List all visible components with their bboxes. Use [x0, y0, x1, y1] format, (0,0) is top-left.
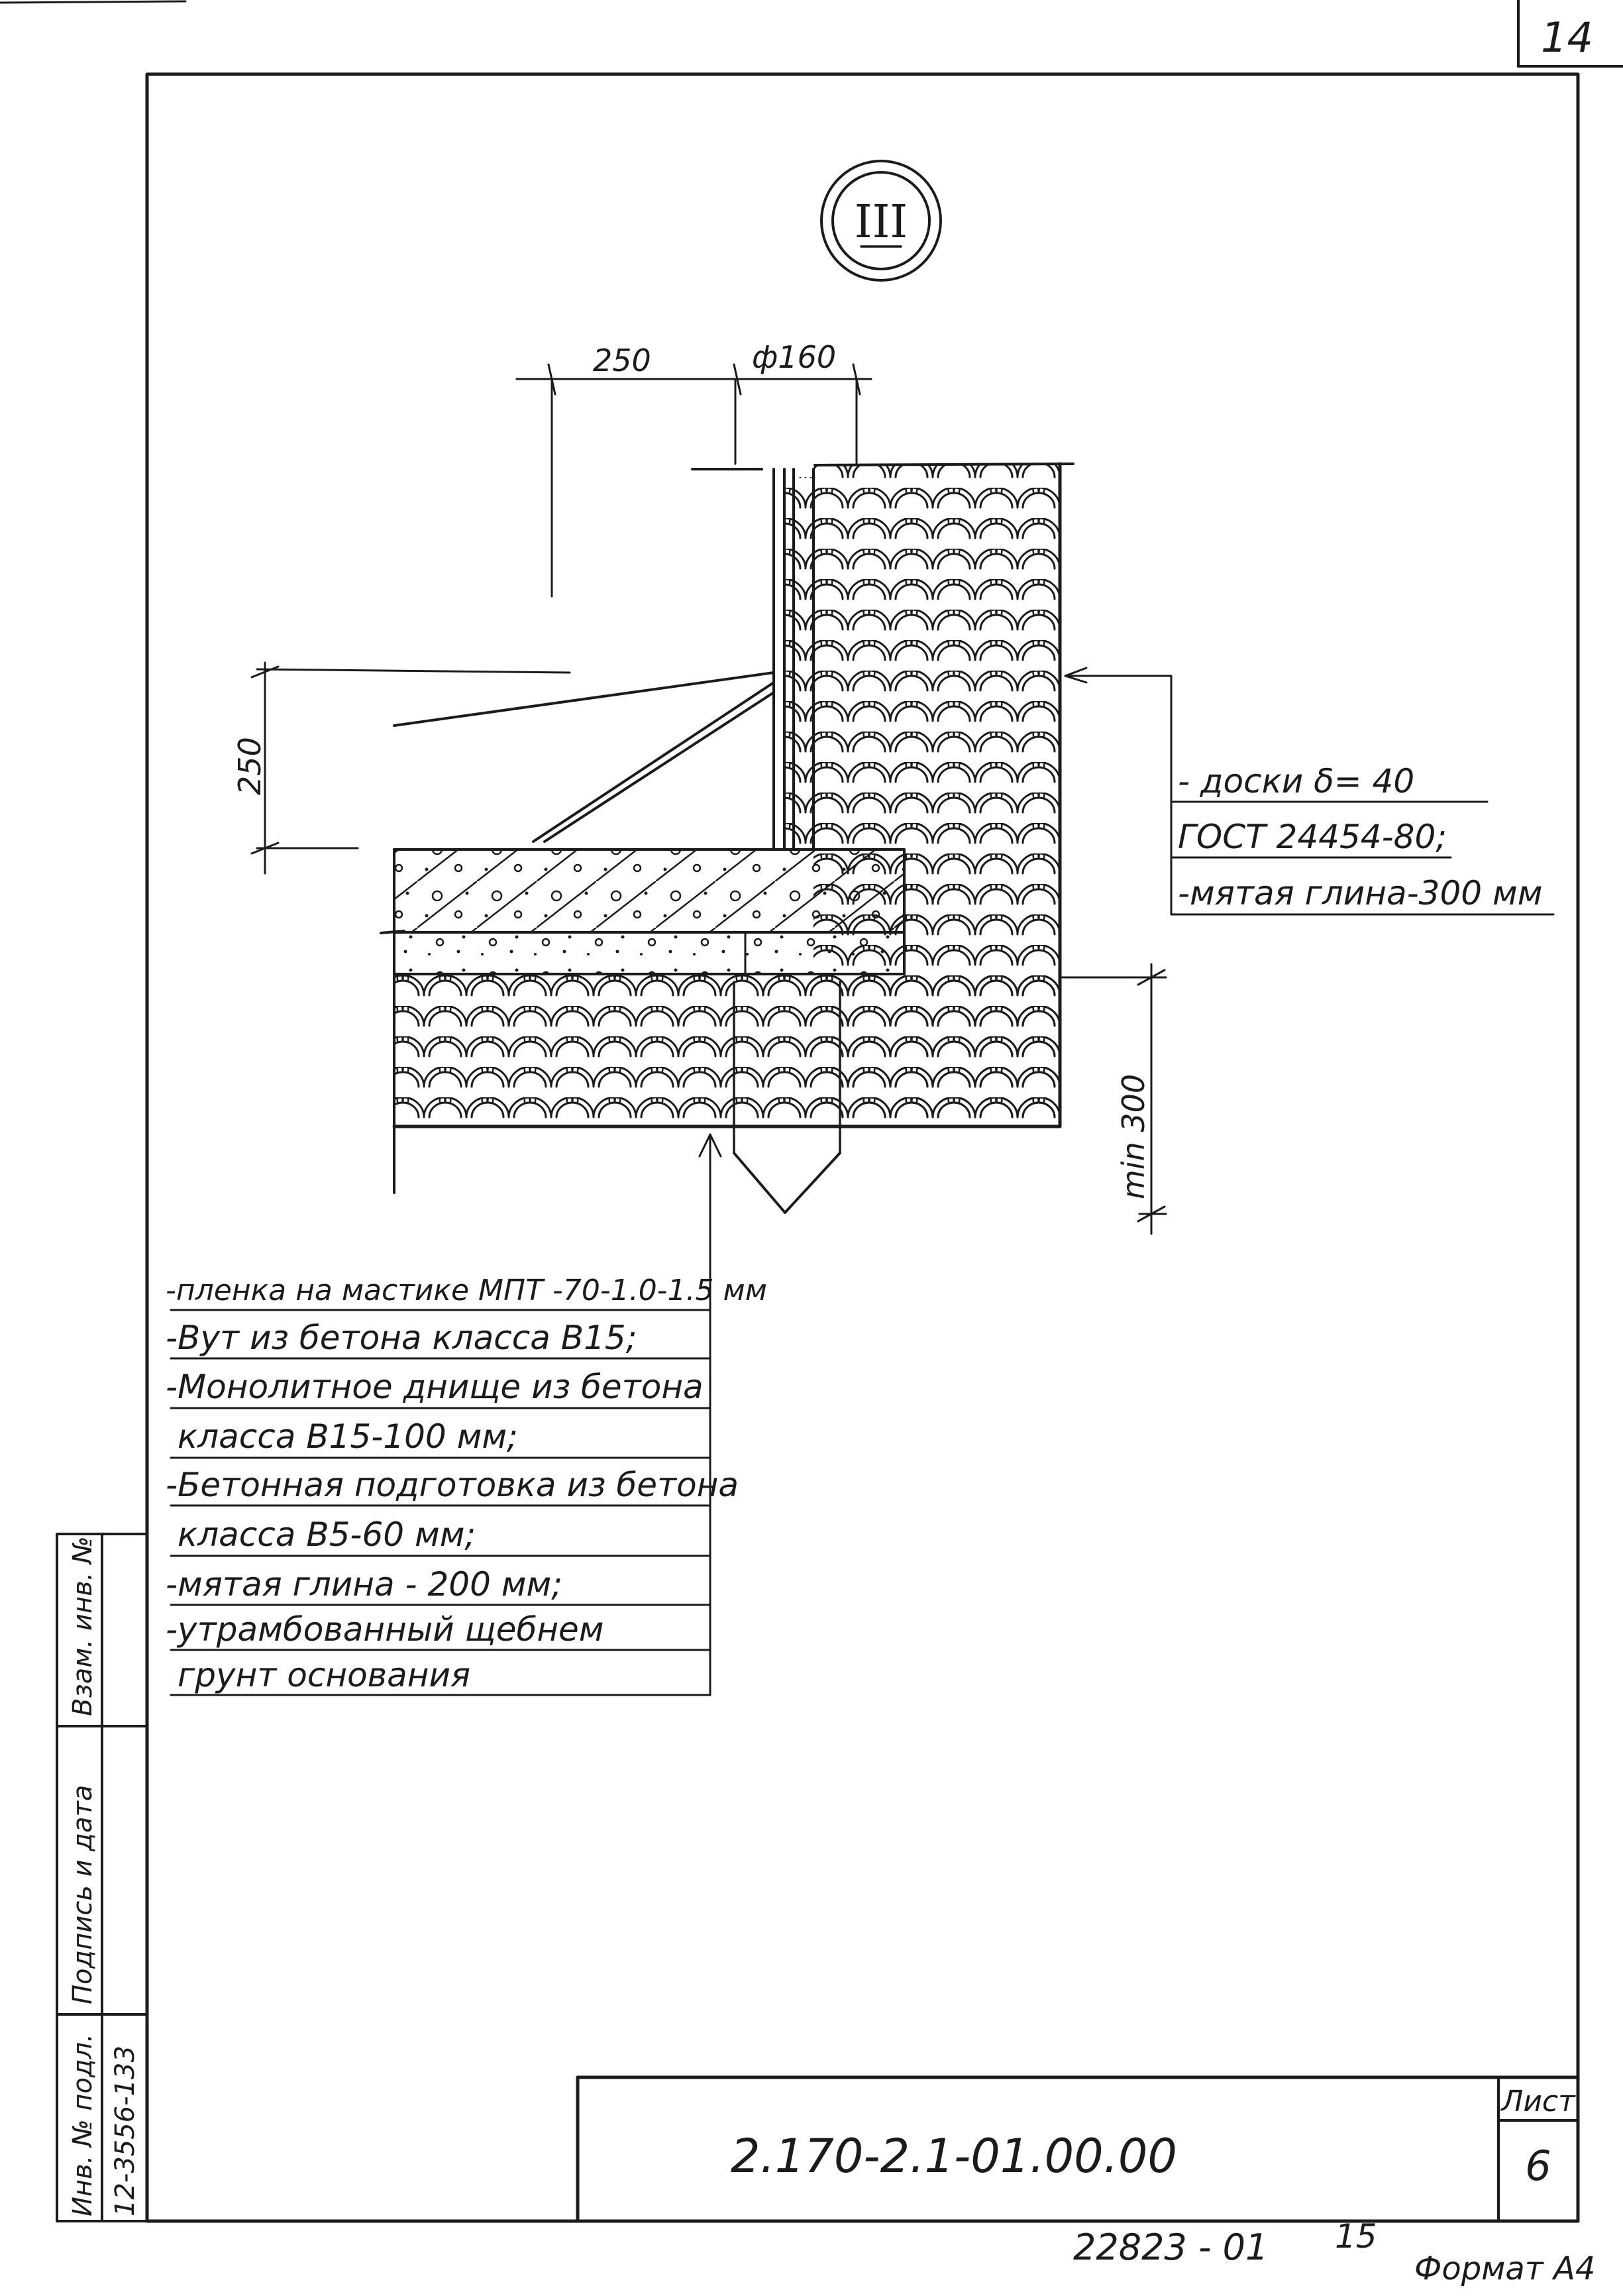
stamp-number: 15	[1335, 2217, 1377, 2256]
bottom-note-7: -мятая глина - 200 мм;	[166, 1565, 562, 1604]
inv-podl-label: Инв. № подл.	[68, 2034, 98, 2216]
right-note-3: -мятая глина-300 мм	[1178, 874, 1542, 912]
bottom-notes: -пленка на мастике МПТ -70-1.0-1.5 мм -В…	[166, 1133, 767, 1696]
document-code: 2.170-2.1-01.00.00	[731, 2129, 1177, 2183]
bottom-note-9: грунт основания	[178, 1656, 470, 1694]
bottom-note-2: -Вут из бетона класса В15;	[166, 1319, 637, 1357]
bottom-note-3: -Монолитное днище из бетона	[166, 1368, 704, 1406]
dim-top-left: 250	[593, 343, 651, 378]
inv-podl-value: 12-3556-133	[110, 2046, 140, 2216]
stamp-code: 22823 - 01	[1073, 2226, 1268, 2268]
bottom-note-8: -утрамбованный щебнем	[166, 1610, 604, 1649]
section-mark-label: III	[855, 196, 908, 248]
corner-number: 14	[1541, 13, 1593, 62]
clay-under-slab	[394, 974, 1060, 1126]
sheet-label: Лист	[1500, 2085, 1576, 2118]
bottom-note-1: -пленка на мастике МПТ -70-1.0-1.5 мм	[166, 1274, 767, 1307]
right-note-1: - доски δ= 40	[1178, 762, 1414, 800]
sheet-number: 6	[1525, 2142, 1551, 2190]
bottom-note-5: -Бетонная подготовка из бетона	[166, 1466, 739, 1504]
vzam-inv-label: Взам. инв. №	[68, 1536, 98, 1716]
dimensions: 250 ф160 250 min 300	[232, 339, 1167, 1235]
concrete-preparation	[394, 932, 904, 974]
top-left-rule	[0, 0, 187, 4]
format-label: Формат А4	[1414, 2250, 1595, 2287]
wall-clay-strip	[784, 477, 813, 848]
right-note-2: ГОСТ 24454-80;	[1178, 818, 1447, 856]
frame-border	[145, 72, 1580, 2223]
dim-top-pipe: ф160	[752, 339, 836, 375]
monolithic-slab	[394, 849, 904, 932]
section-mark: III	[820, 160, 942, 282]
dim-left-vertical: 250	[232, 737, 268, 795]
bottom-note-4: класса В15-100 мм;	[178, 1417, 518, 1456]
signature-date-label: Подпись и дата	[68, 1785, 98, 2004]
right-notes: - доски δ= 40 ГОСТ 24454-80; -мятая глин…	[1064, 667, 1555, 916]
section-drawing	[380, 462, 1074, 1214]
title-block: 2.170-2.1-01.00.00 Лист 6	[576, 2075, 1580, 2223]
bottom-note-6: класса В5-60 мм;	[178, 1515, 476, 1554]
left-margin-table: Инв. № подл. 12-3556-133 Подпись и дата …	[56, 1533, 148, 2222]
dim-right-vertical: min 300	[1116, 1074, 1151, 1199]
